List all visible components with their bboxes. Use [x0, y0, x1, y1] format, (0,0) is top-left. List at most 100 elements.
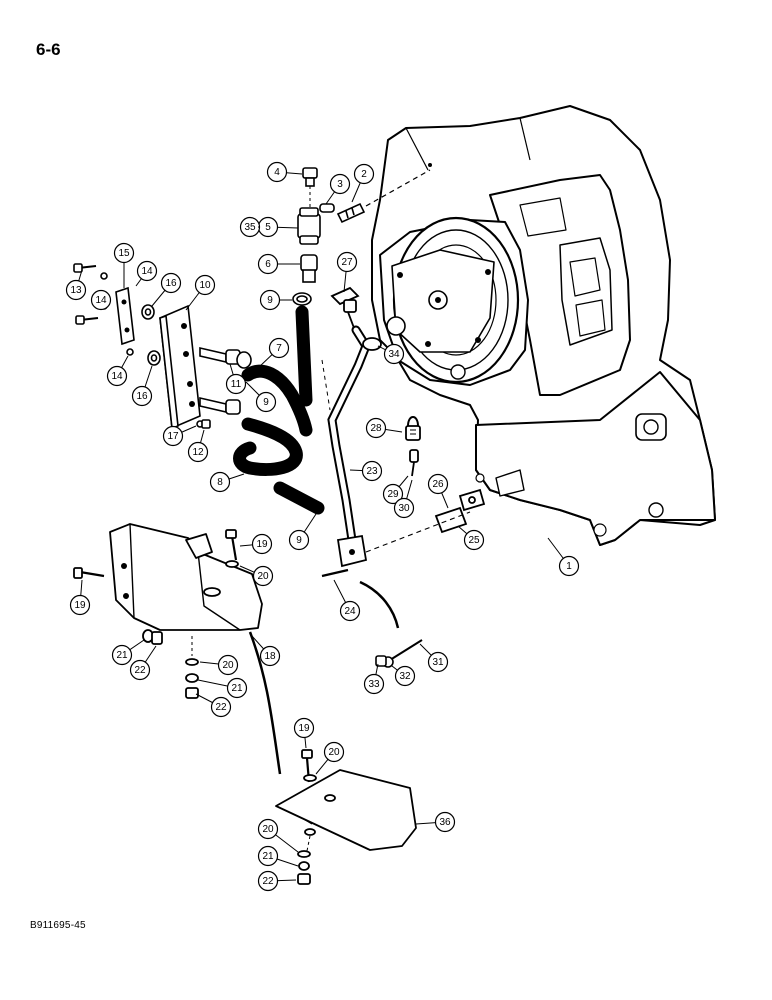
callout-circle: [162, 425, 184, 447]
callout-circle: [226, 677, 248, 699]
ground-strap: [359, 580, 423, 668]
callout-1: 1: [547, 537, 580, 577]
callout-circle: [111, 644, 133, 666]
callout-circle: [255, 391, 277, 413]
callout-label: 20: [222, 660, 234, 671]
callout-34: 34: [377, 343, 405, 365]
callout-21: 21: [257, 845, 299, 867]
callout-circle: [427, 651, 449, 673]
callout-21: 21: [111, 639, 145, 666]
callout-circle: [257, 253, 279, 275]
callout-circle: [257, 818, 279, 840]
callout-8: 8: [209, 471, 245, 493]
callout-label: 35: [244, 222, 256, 233]
callout-6: 6: [257, 253, 300, 275]
callout-label: 19: [298, 723, 310, 734]
callout-label: 22: [215, 702, 227, 713]
callout-3: 3: [325, 173, 351, 205]
callout-25: 25: [457, 525, 485, 551]
callout-circle: [90, 289, 112, 311]
callout-label: 10: [199, 280, 211, 291]
callout-label: 19: [74, 600, 86, 611]
callout-circle: [113, 242, 135, 264]
callout-circle: [239, 216, 261, 238]
callout-circle: [323, 741, 345, 763]
callout-circle: [353, 163, 375, 185]
callout-2: 2: [351, 163, 375, 203]
callout-circle: [393, 497, 415, 519]
callout-label: 23: [366, 466, 378, 477]
page-number: 6-6: [36, 40, 61, 59]
callout-label: 36: [439, 817, 451, 828]
callout-22: 22: [257, 870, 297, 892]
callout-14: 14: [106, 355, 129, 387]
callout-circle: [160, 272, 182, 294]
callout-9: 9: [245, 381, 277, 413]
callout-label: 30: [398, 503, 410, 514]
callout-label: 14: [141, 266, 153, 277]
callout-35: 35: [239, 216, 261, 238]
callout-label: 5: [265, 222, 271, 233]
callout-circle: [463, 529, 485, 551]
callout-label: 25: [468, 535, 480, 546]
callout-circle: [394, 665, 416, 687]
callout-9: 9: [259, 289, 292, 311]
callout-label: 9: [267, 295, 273, 306]
callout-22: 22: [195, 693, 232, 718]
callout-24: 24: [333, 579, 361, 622]
callout-circle: [427, 473, 449, 495]
callout-label: 9: [296, 535, 302, 546]
callout-36: 36: [415, 811, 456, 833]
callout-label: 1: [566, 561, 572, 572]
callout-32: 32: [391, 665, 416, 687]
callout-26: 26: [427, 473, 449, 509]
dipstick-tube: [321, 286, 486, 578]
callout-label: 21: [116, 650, 128, 661]
callout-label: 15: [118, 248, 130, 259]
callout-label: 19: [256, 539, 268, 550]
callout-14: 14: [90, 289, 112, 311]
callout-circle: [187, 441, 209, 463]
callout-19: 19: [69, 579, 91, 616]
callout-label: 2: [361, 169, 367, 180]
callout-label: 11: [231, 379, 242, 390]
callout-circle: [65, 279, 87, 301]
callout-circle: [209, 471, 231, 493]
callout-label: 16: [136, 391, 148, 402]
callout-15: 15: [113, 242, 135, 288]
callout-21: 21: [197, 677, 248, 699]
transmission-housing: [371, 105, 716, 546]
callout-circle: [251, 533, 273, 555]
callout-circle: [259, 645, 281, 667]
figure-code: B911695-45: [30, 920, 86, 931]
callout-label: 24: [344, 606, 356, 617]
callout-label: 17: [167, 431, 179, 442]
callout-20: 20: [315, 741, 345, 775]
callout-circle: [382, 483, 404, 505]
callout-circle: [257, 870, 279, 892]
callout-circle: [259, 289, 281, 311]
callout-9: 9: [288, 513, 317, 551]
callout-label: 16: [165, 278, 177, 289]
fitting-stack: [292, 167, 431, 306]
callout-7: 7: [257, 337, 290, 369]
callout-label: 22: [134, 665, 146, 676]
callout-20: 20: [257, 818, 299, 853]
callout-27: 27: [336, 251, 358, 293]
callout-label: 22: [262, 876, 274, 887]
callout-label: 8: [217, 477, 223, 488]
callout-label: 20: [257, 571, 269, 582]
callout-label: 13: [70, 285, 82, 296]
callout-18: 18: [251, 635, 281, 667]
callout-circle: [225, 373, 247, 395]
callout-23: 23: [349, 460, 383, 482]
callout-circle: [339, 600, 361, 622]
callout-circle: [365, 417, 387, 439]
callout-label: 27: [341, 257, 353, 268]
callout-circle: [336, 251, 358, 273]
callout-13: 13: [65, 269, 87, 301]
callout-circle: [361, 460, 383, 482]
callout-circle: [252, 565, 274, 587]
